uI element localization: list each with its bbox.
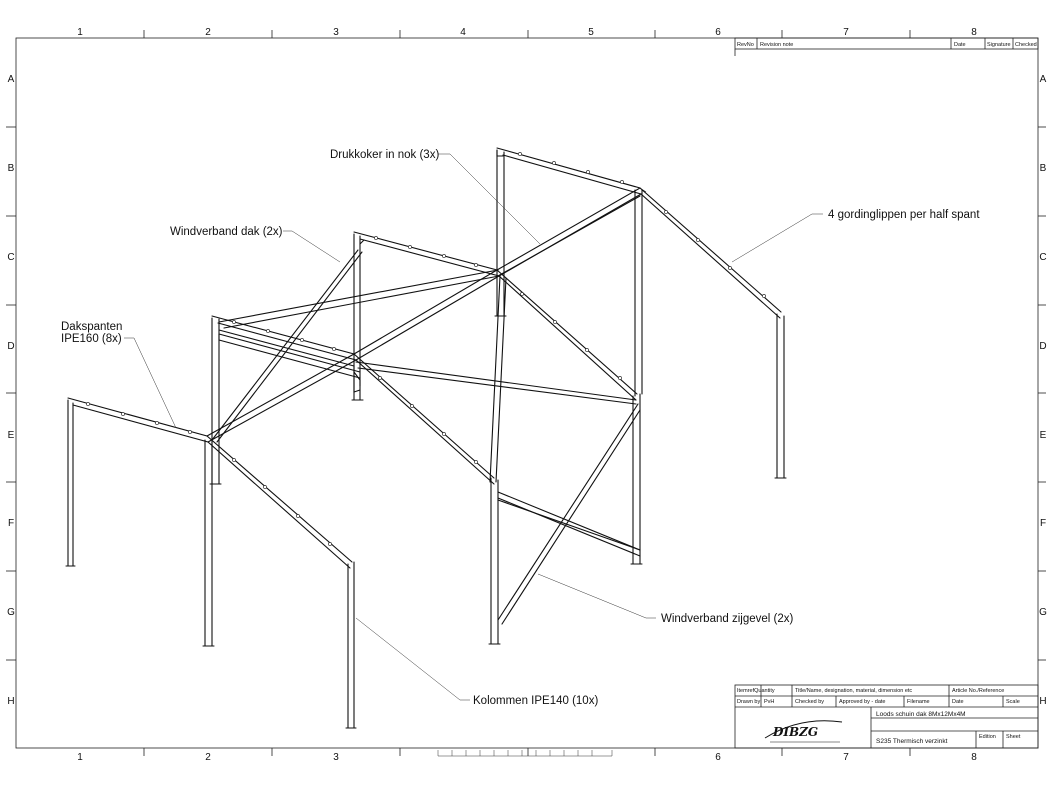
zone-col-3-bottom: 3 (333, 752, 339, 763)
revision-signature-header: Signature (987, 42, 1011, 48)
zone-row-d-left: D (7, 341, 14, 352)
zone-row-g-left: G (7, 607, 15, 618)
article-header: Article No./Reference (952, 688, 1004, 694)
zone-row-h-left: H (7, 696, 14, 707)
filename-label: Filename (907, 699, 930, 705)
zone-row-e-left: E (8, 430, 15, 441)
zone-row-b-left: B (8, 163, 15, 174)
zone-col-3-top: 3 (333, 27, 339, 38)
callout-windverband-dak: Windverband dak (2x) (170, 226, 283, 238)
zone-row-f-right: F (1040, 518, 1046, 529)
revision-note-header: Revision note (760, 42, 793, 48)
scale-label: Scale (1006, 699, 1020, 705)
zone-col-8-bottom: 8 (971, 752, 977, 763)
steel-frame (65, 147, 787, 729)
drawn-by-label: Drawn by (737, 699, 760, 705)
zone-row-f-left: F (8, 518, 14, 529)
zone-col-6-top: 6 (715, 27, 721, 38)
ridge-tubes (206, 187, 642, 443)
tb-date-label: Date (952, 699, 964, 705)
callout-drukkoker: Drukkoker in nok (3x) (330, 149, 439, 161)
title-name-header: Title/Name, designation, material, dimen… (795, 688, 912, 694)
callout-kolommen: Kolommen IPE140 (10x) (473, 695, 598, 707)
centering-scale (437, 750, 613, 757)
zone-row-d-right: D (1039, 341, 1046, 352)
purlin-lugs (86, 152, 766, 546)
zone-row-e-right: E (1040, 430, 1047, 441)
callout-leaders (124, 153, 823, 701)
company-logo: DIBZG (764, 720, 843, 743)
drawing-material: S235 Thermisch verzinkt (876, 738, 948, 745)
sheet-label: Sheet (1006, 734, 1021, 740)
edition-label: Edition (979, 734, 996, 740)
drawing-title: Loods schuin dak 8Mx12Mx4M (876, 711, 966, 718)
callout-dakspanten-line1: Dakspanten (61, 321, 122, 333)
zone-row-a-left: A (8, 74, 15, 85)
logo-wordmark: DIBZG (772, 725, 818, 739)
zone-col-1-top: 1 (77, 27, 83, 38)
revno-header: RevNo (737, 42, 754, 48)
title-block: ItemrefQuantity Title/Name, designation,… (734, 684, 1039, 749)
zone-col-7-bottom: 7 (843, 752, 849, 763)
callout-windverband-zijgevel: Windverband zijgevel (2x) (661, 613, 793, 625)
zone-row-g-right: G (1039, 607, 1047, 618)
zone-row-h-right: H (1039, 696, 1046, 707)
columns (65, 149, 787, 729)
zone-col-4-top: 4 (460, 27, 466, 38)
rafters (67, 147, 782, 569)
zone-col-2-bottom: 2 (205, 752, 211, 763)
callout-gordinglippen: 4 gordinglippen per half spant (828, 209, 980, 221)
zone-col-5-top: 5 (588, 27, 594, 38)
drawn-by-value: PvH (764, 699, 774, 705)
callout-dakspanten-line2: IPE160 (8x) (61, 333, 122, 345)
roof-wind-bracing (211, 195, 641, 483)
approved-by-label: Approved by - date (839, 699, 885, 705)
rear-gable (496, 149, 647, 193)
zone-col-7-top: 7 (843, 27, 849, 38)
zone-row-b-right: B (1040, 163, 1047, 174)
checked-by-label: Checked by (795, 699, 824, 705)
revision-block: RevNo Revision note Date Signature Check… (734, 37, 1039, 56)
eaves-ties (218, 329, 641, 557)
revision-checked-header: Checked (1015, 42, 1037, 48)
itemref-header: ItemrefQuantity (737, 688, 775, 694)
zone-row-a-right: A (1040, 74, 1047, 85)
zone-row-c-left: C (7, 252, 14, 263)
drawing-frame (15, 37, 1039, 749)
zone-col-6-bottom: 6 (715, 752, 721, 763)
zone-col-1-bottom: 1 (77, 752, 83, 763)
side-wall-bracing (497, 403, 641, 625)
revision-date-header: Date (954, 42, 966, 48)
zone-row-c-right: C (1039, 252, 1046, 263)
zone-dividers (6, 30, 1046, 756)
zone-col-2-top: 2 (205, 27, 211, 38)
zone-col-8-top: 8 (971, 27, 977, 38)
